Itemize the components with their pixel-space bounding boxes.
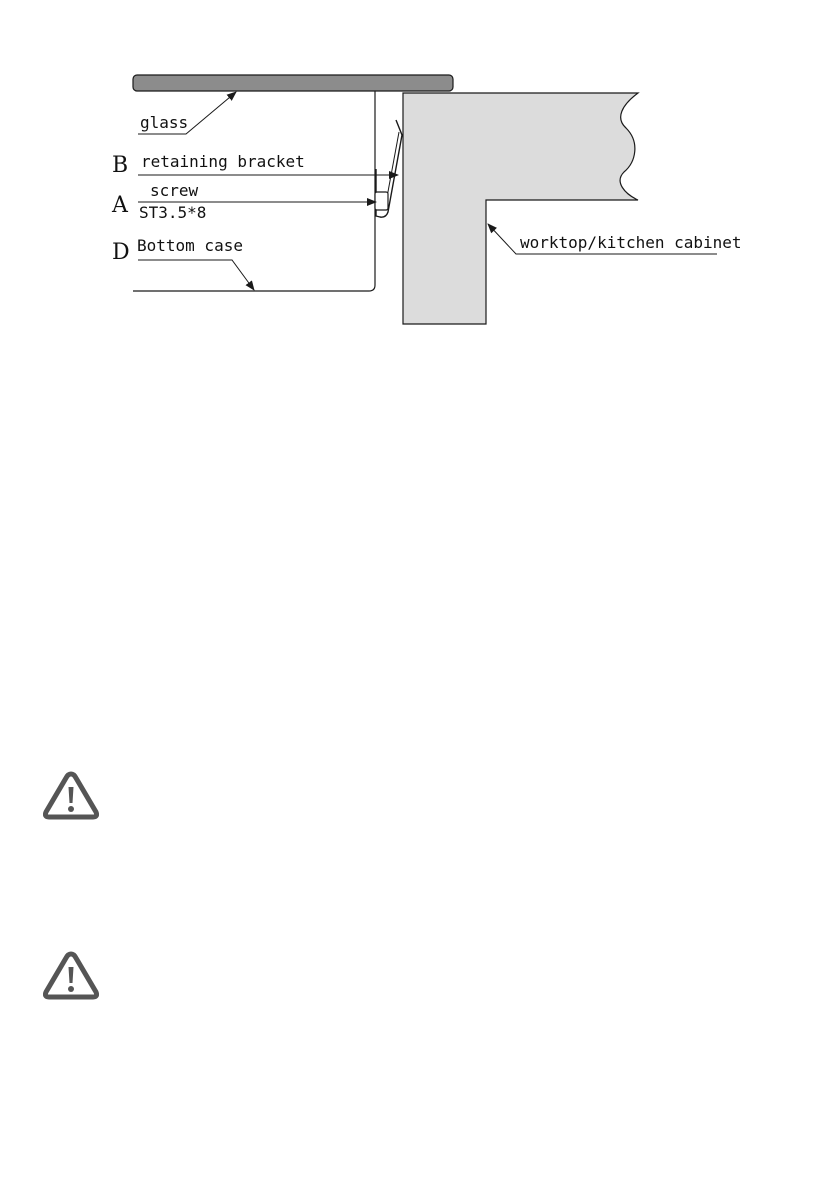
screw-label: screw: [150, 181, 199, 200]
warning-triangle-icon: [43, 771, 99, 820]
bottom-case-outline: [133, 91, 376, 292]
retaining-bracket-label: retaining bracket: [141, 152, 305, 171]
screw-body: [374, 191, 389, 211]
worktop-label: worktop/kitchen cabinet: [520, 233, 742, 252]
screw-spec-label: ST3.5*8: [139, 203, 206, 222]
bottom-case-leader-line: [138, 259, 255, 291]
marker-b: B: [112, 153, 128, 178]
worktop-leader-line: [487, 223, 717, 255]
worktop-shape: [402, 92, 640, 325]
warning-triangle-icon: [43, 951, 99, 1000]
retaining-bracket: [375, 119, 403, 218]
glass-panel: [132, 74, 454, 92]
bottom-case-label: Bottom case: [137, 236, 243, 255]
glass-label: glass: [140, 113, 188, 132]
marker-d: D: [112, 240, 130, 265]
glass-leader-line: [138, 91, 237, 135]
marker-a: A: [111, 193, 129, 218]
